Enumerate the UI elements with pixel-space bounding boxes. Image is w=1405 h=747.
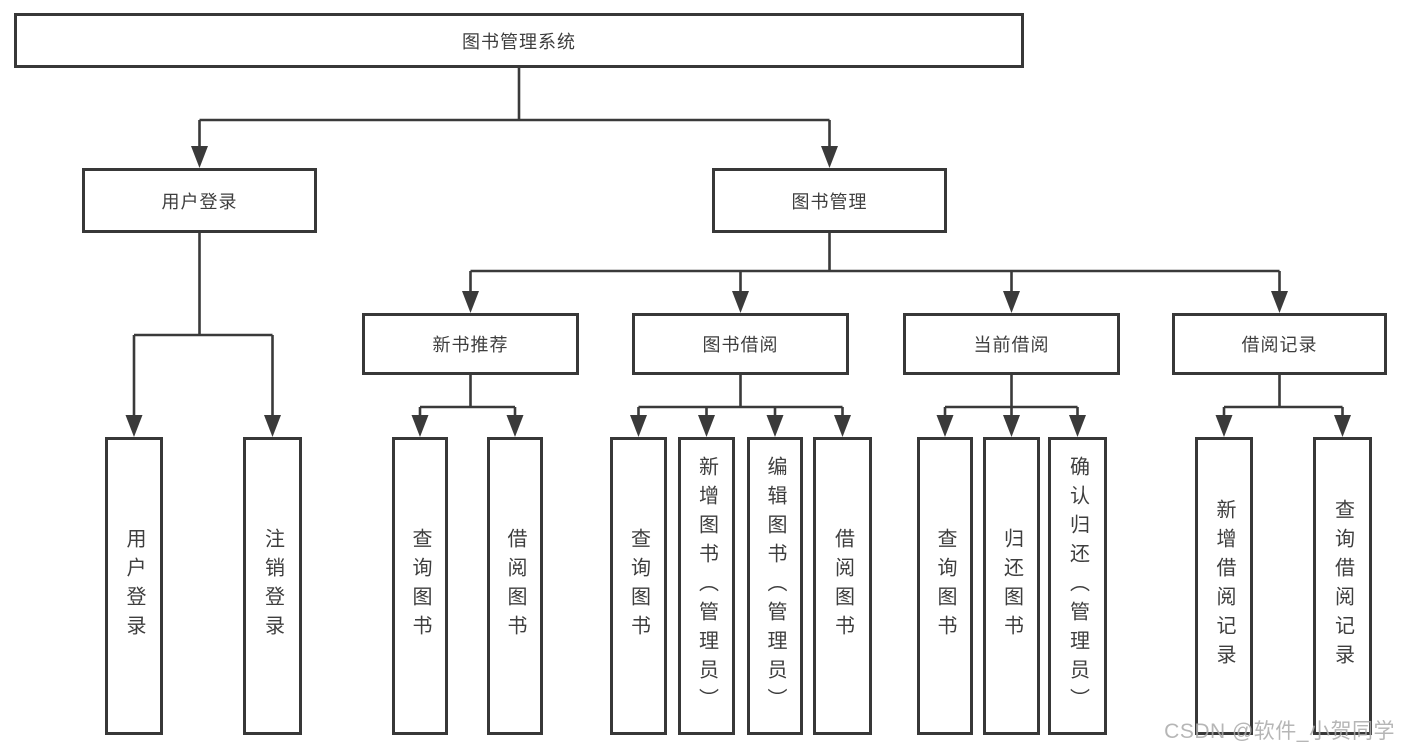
node-leaf-edit-books-admin: 编辑图书︵管理员︶ [747,437,803,735]
node-current-borrowing: 当前借阅 [903,313,1120,375]
node-book-management: 图书管理 [712,168,947,233]
connector-root-to-level2 [191,68,838,168]
node-label: 用户登录 [161,191,238,212]
node-label: 编辑图书︵管理员︶ [764,455,786,717]
node-leaf-confirm-return-admin: 确认归还︵管理员︶ [1048,437,1107,735]
node-library-management-system: 图书管理系统 [14,13,1024,68]
node-label: 图书管理 [791,191,868,212]
node-leaf-query-borrow-record: 查询借阅记录 [1313,437,1372,735]
node-label: 图书借阅 [702,335,779,355]
node-label: 归还图书 [1000,528,1023,644]
node-leaf-add-books-admin: 新增图书︵管理员︶ [678,437,735,735]
node-label: 图书管理系统 [462,31,576,52]
node-label: 新增图书︵管理员︶ [695,455,718,717]
node-label: 用户登录 [123,528,145,644]
node-user-login: 用户登录 [82,168,317,233]
connector-book-management-to-level3 [462,233,1288,313]
node-leaf-query-books-2: 查询图书 [610,437,667,735]
connector-new-book-to-leaves [411,375,524,437]
node-label: 借阅图书 [831,528,854,644]
node-label: 查询借阅记录 [1331,499,1354,673]
connector-user-login-to-leaves [125,233,281,437]
node-label: 借阅图书 [504,528,526,644]
node-label: 新书推荐 [432,335,509,355]
node-label: 查询图书 [627,528,650,644]
node-leaf-add-borrow-record: 新增借阅记录 [1195,437,1253,735]
node-book-borrowing: 图书借阅 [632,313,849,375]
node-borrowing-records: 借阅记录 [1172,313,1387,375]
node-label: 当前借阅 [973,335,1050,355]
node-leaf-query-books-3: 查询图书 [917,437,973,735]
node-leaf-return-books: 归还图书 [983,437,1040,735]
node-leaf-user-login: 用户登录 [105,437,163,735]
node-label: 借阅记录 [1241,335,1318,355]
node-label: 查询图书 [934,528,956,644]
connector-book-borrow-to-leaves [630,375,851,437]
csdn-watermark: CSDN @软件_小贺同学 [1164,720,1395,743]
node-new-book-recommendation: 新书推荐 [362,313,579,375]
node-label: 新增借阅记录 [1213,499,1235,673]
node-label: 查询图书 [409,528,431,644]
node-leaf-borrow-books-1: 借阅图书 [487,437,543,735]
node-leaf-borrow-books-2: 借阅图书 [813,437,872,735]
connector-current-borrow-to-leaves [936,375,1086,437]
node-leaf-query-books-1: 查询图书 [392,437,448,735]
node-label: 确认归还︵管理员︶ [1066,455,1089,717]
node-leaf-logout: 注销登录 [243,437,302,735]
connector-borrow-records-to-leaves [1215,375,1351,437]
node-label: 注销登录 [261,528,284,644]
